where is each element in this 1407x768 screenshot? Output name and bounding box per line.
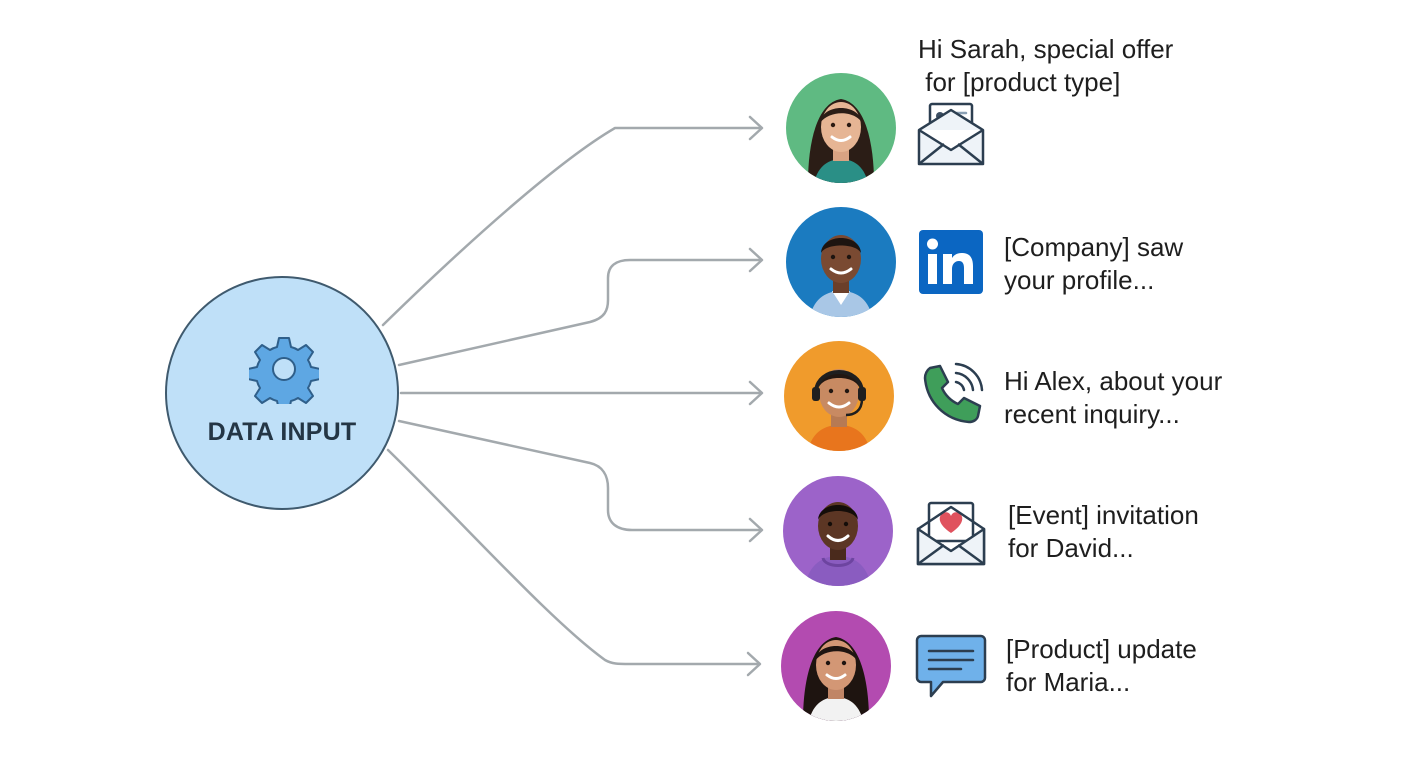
avatar-recipient-5 — [781, 611, 891, 721]
message-recipient-4: [Event] invitation for David... — [1008, 499, 1199, 565]
message-line: for Maria... — [1006, 667, 1131, 697]
message-line: [Event] invitation — [1008, 500, 1199, 530]
avatar-recipient-3 — [784, 341, 894, 451]
arrowhead-2 — [748, 247, 764, 273]
message-line: your profile... — [1004, 265, 1155, 295]
message-line: for David... — [1008, 533, 1134, 563]
phone-call-icon — [923, 362, 984, 424]
arrowhead-5 — [746, 651, 762, 677]
arrowhead-1 — [748, 115, 764, 141]
message-recipient-3: Hi Alex, about your recent inquiry... — [1004, 365, 1222, 431]
connector-2 — [397, 258, 762, 367]
message-line: recent inquiry... — [1004, 399, 1180, 429]
hub-label: DATA INPUT — [207, 418, 357, 446]
message-line: Hi Alex, about your — [1004, 366, 1223, 396]
arrowhead-4 — [748, 517, 764, 543]
arrowhead-3 — [748, 380, 764, 406]
data-input-hub: DATA INPUT — [165, 276, 399, 510]
gear-icon — [249, 337, 319, 404]
connector-1 — [381, 126, 762, 327]
message-recipient-1: Hi Sarah, special offer for [product typ… — [918, 33, 1173, 99]
avatar-recipient-4 — [783, 476, 893, 586]
linkedin-icon — [919, 230, 983, 294]
chat-bubble-icon — [915, 634, 987, 698]
message-recipient-5: [Product] update for Maria... — [1006, 633, 1197, 699]
avatar-recipient-1 — [786, 73, 896, 183]
message-line: [Product] update — [1006, 634, 1197, 664]
message-line: [Company] saw — [1004, 232, 1184, 262]
avatar-recipient-2 — [786, 207, 896, 317]
heart-envelope-icon — [916, 501, 986, 566]
email-envelope-icon — [917, 102, 985, 166]
connector-5 — [386, 448, 760, 666]
message-line: for [product type] — [918, 67, 1121, 97]
message-line: Hi Sarah, special offer — [918, 34, 1174, 64]
connector-4 — [397, 419, 762, 532]
message-recipient-2: [Company] saw your profile... — [1004, 231, 1183, 297]
